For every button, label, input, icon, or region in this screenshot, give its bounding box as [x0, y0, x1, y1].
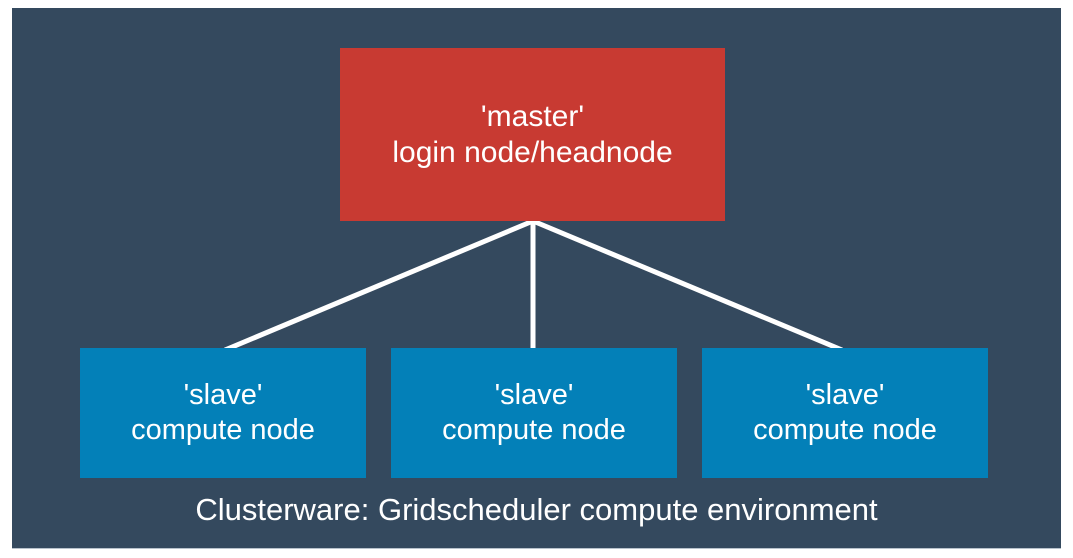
slave-node-role: 'slave': [805, 379, 885, 412]
slave-node-role: 'slave': [494, 379, 574, 412]
slave-node-description: compute node: [131, 414, 315, 446]
connector-master-slave-1: [224, 218, 534, 353]
master-node: 'master' login node/headnode: [340, 48, 725, 221]
slave-node-description: compute node: [442, 414, 626, 446]
connector-master-slave-3: [532, 218, 843, 353]
slave-node-3: 'slave' compute node: [702, 348, 988, 478]
environment-caption: Clusterware: Gridscheduler compute envir…: [195, 492, 878, 527]
slave-node-1: 'slave' compute node: [80, 348, 366, 478]
slave-node-2: 'slave' compute node: [391, 348, 677, 478]
master-node-description: login node/headnode: [392, 135, 673, 169]
master-node-role: 'master': [480, 99, 585, 133]
slave-node-role: 'slave': [183, 379, 263, 412]
slave-node-description: compute node: [753, 414, 937, 446]
